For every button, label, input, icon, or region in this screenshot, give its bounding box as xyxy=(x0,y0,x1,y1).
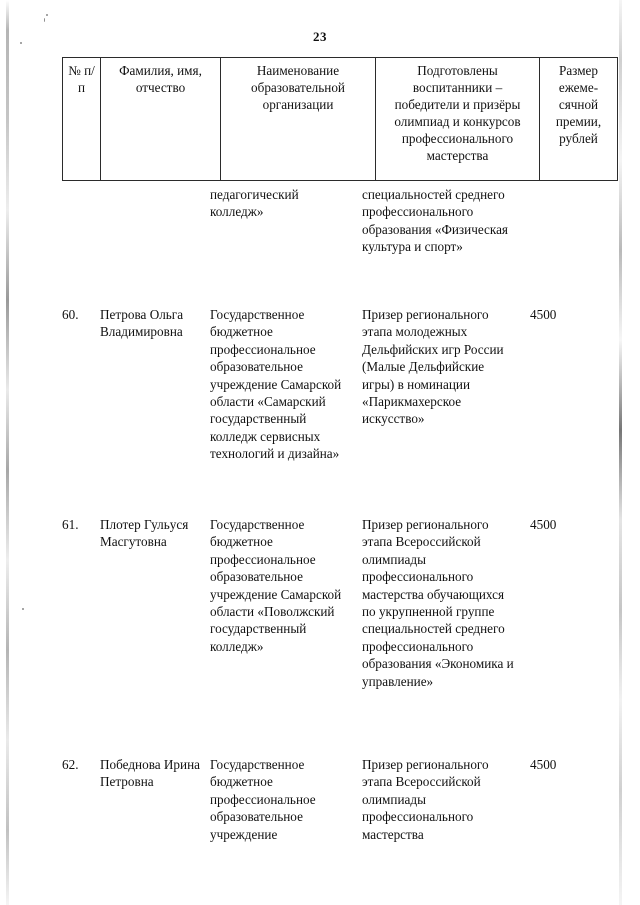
cell-full-name: Петрова Ольга Владимировна xyxy=(100,307,184,340)
cell-number: 60. xyxy=(62,307,79,322)
cell-organization: Государственное бюджетное профессиональн… xyxy=(210,757,316,842)
table-header: № п/п Фамилия, имя, отчество Наименовани… xyxy=(62,57,618,181)
column-header-amount: Размер ежеме-сячной премии, рублей xyxy=(539,57,618,181)
cell-organization: педагогический колледж» xyxy=(210,187,299,220)
scan-speck xyxy=(22,608,24,610)
cell-organization: Государственное бюджетное профессиональн… xyxy=(210,307,342,462)
cell-achievement: Призер регионального этапа молодежных Де… xyxy=(362,307,504,427)
scan-speck xyxy=(46,14,48,16)
cell-achievement: специальностей среднего профессиональног… xyxy=(362,187,508,255)
cell-amount: 4500 xyxy=(530,307,557,322)
page-number: 23 xyxy=(313,29,327,44)
cell-number: 62. xyxy=(62,757,79,772)
table-header-row: № п/п Фамилия, имя, отчество Наименовани… xyxy=(62,57,618,181)
cell-achievement: Призер регионального этапа Всероссийской… xyxy=(362,757,489,842)
cell-organization: Государственное бюджетное профессиональн… xyxy=(210,517,342,654)
scan-speck xyxy=(20,42,22,44)
cell-achievement: Призер регионального этапа Всероссийской… xyxy=(362,517,514,689)
cell-amount: 4500 xyxy=(530,757,557,772)
column-header-organization: Наименование образовательной организации xyxy=(220,57,376,181)
cell-number: 61. xyxy=(62,517,79,532)
scan-edge-artifact-right xyxy=(619,0,622,905)
scan-speck xyxy=(44,18,45,22)
cell-full-name: Плотер Гульуся Масгутовна xyxy=(100,517,189,550)
cell-full-name: Победнова Ирина Петровна xyxy=(100,757,200,790)
column-header-number: № п/п xyxy=(62,57,101,181)
column-header-full-name: Фамилия, имя, отчество xyxy=(100,57,221,181)
column-header-achievement: Подготовлены воспитанники – победители и… xyxy=(375,57,540,181)
scan-edge-artifact-left xyxy=(6,0,9,905)
cell-amount: 4500 xyxy=(530,517,557,532)
